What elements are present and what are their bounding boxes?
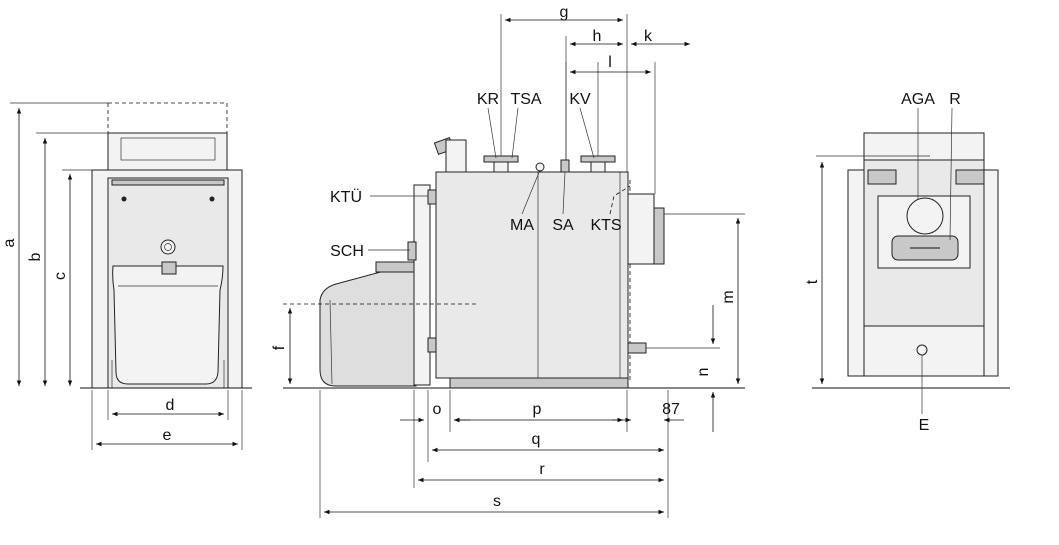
dim-label-b: b: [27, 252, 44, 261]
label-KV: KV: [569, 91, 591, 108]
connection-SA: [560, 159, 570, 173]
flange-KV: [580, 155, 616, 163]
label-R: R: [949, 91, 961, 108]
front-control-block: [161, 261, 177, 275]
drain-E: [916, 344, 928, 356]
dim-label-d: d: [166, 397, 175, 414]
label-MA: MA: [510, 217, 534, 234]
front-burner-port: [160, 239, 176, 255]
label-SCH: SCH: [330, 243, 364, 260]
dim-label-c: c: [52, 272, 69, 280]
drain-connection: [627, 342, 647, 354]
boiler-base: [449, 377, 629, 389]
dim-label-o: o: [433, 401, 442, 418]
dim-label-q: q: [532, 431, 541, 448]
front-lower-panel: [112, 265, 224, 385]
boiler-body: [435, 171, 629, 379]
dim-label-87: 87: [662, 401, 680, 418]
rear-flue: [627, 193, 655, 265]
front-view: [80, 102, 252, 389]
label-AGA: AGA: [901, 91, 935, 108]
rear-bracket-left: [867, 169, 897, 185]
dim-label-n: n: [695, 368, 712, 377]
dim-label-f: f: [271, 345, 288, 350]
side-callouts: KR TSA KV KTÜ SCH MA SA KTS: [330, 91, 631, 260]
dim-label-s: s: [493, 493, 501, 510]
dim-label-h: h: [593, 28, 602, 45]
burner-top: [375, 261, 415, 273]
label-KTU: KTÜ: [330, 188, 362, 206]
dim-label-t: t: [804, 279, 821, 284]
dim-label-m: m: [720, 290, 737, 303]
flue-stub: [445, 139, 467, 173]
rear-flue-collar: [653, 207, 665, 265]
sight-glass: [407, 241, 417, 261]
rear-bracket-right: [955, 169, 985, 185]
dim-label-e: e: [163, 427, 172, 444]
front-top-panel: [107, 132, 228, 171]
rear-view: t AGA R E: [804, 91, 1010, 434]
side-view: [283, 136, 745, 389]
connection-MA: [535, 162, 545, 172]
burner-housing: [319, 265, 417, 387]
dim-label-g: g: [560, 4, 569, 21]
label-E: E: [919, 417, 930, 434]
front-door-top-strip: [111, 179, 225, 186]
dim-label-k: k: [644, 28, 653, 45]
label-SA: SA: [552, 217, 574, 234]
dim-label-l: l: [608, 54, 612, 71]
flue-outlet-AGA: [906, 197, 944, 235]
dim-label-p: p: [533, 401, 542, 418]
label-KR: KR: [477, 91, 499, 108]
front-screw-right: [209, 196, 215, 202]
burner-door: [413, 184, 431, 386]
dim-label-a: a: [1, 238, 18, 247]
label-KTS: KTS: [590, 217, 621, 234]
front-screw-left: [121, 196, 127, 202]
front-top-inner: [120, 137, 216, 161]
flange-KR: [483, 155, 519, 163]
front-top-dashed-outline: [107, 102, 228, 134]
label-TSA: TSA: [510, 91, 541, 108]
dim-label-r: r: [539, 461, 545, 478]
front-dimensions: a b c d e: [1, 102, 243, 450]
side-dimensions: g h k l f m n o p 87 q r s: [271, 4, 745, 518]
